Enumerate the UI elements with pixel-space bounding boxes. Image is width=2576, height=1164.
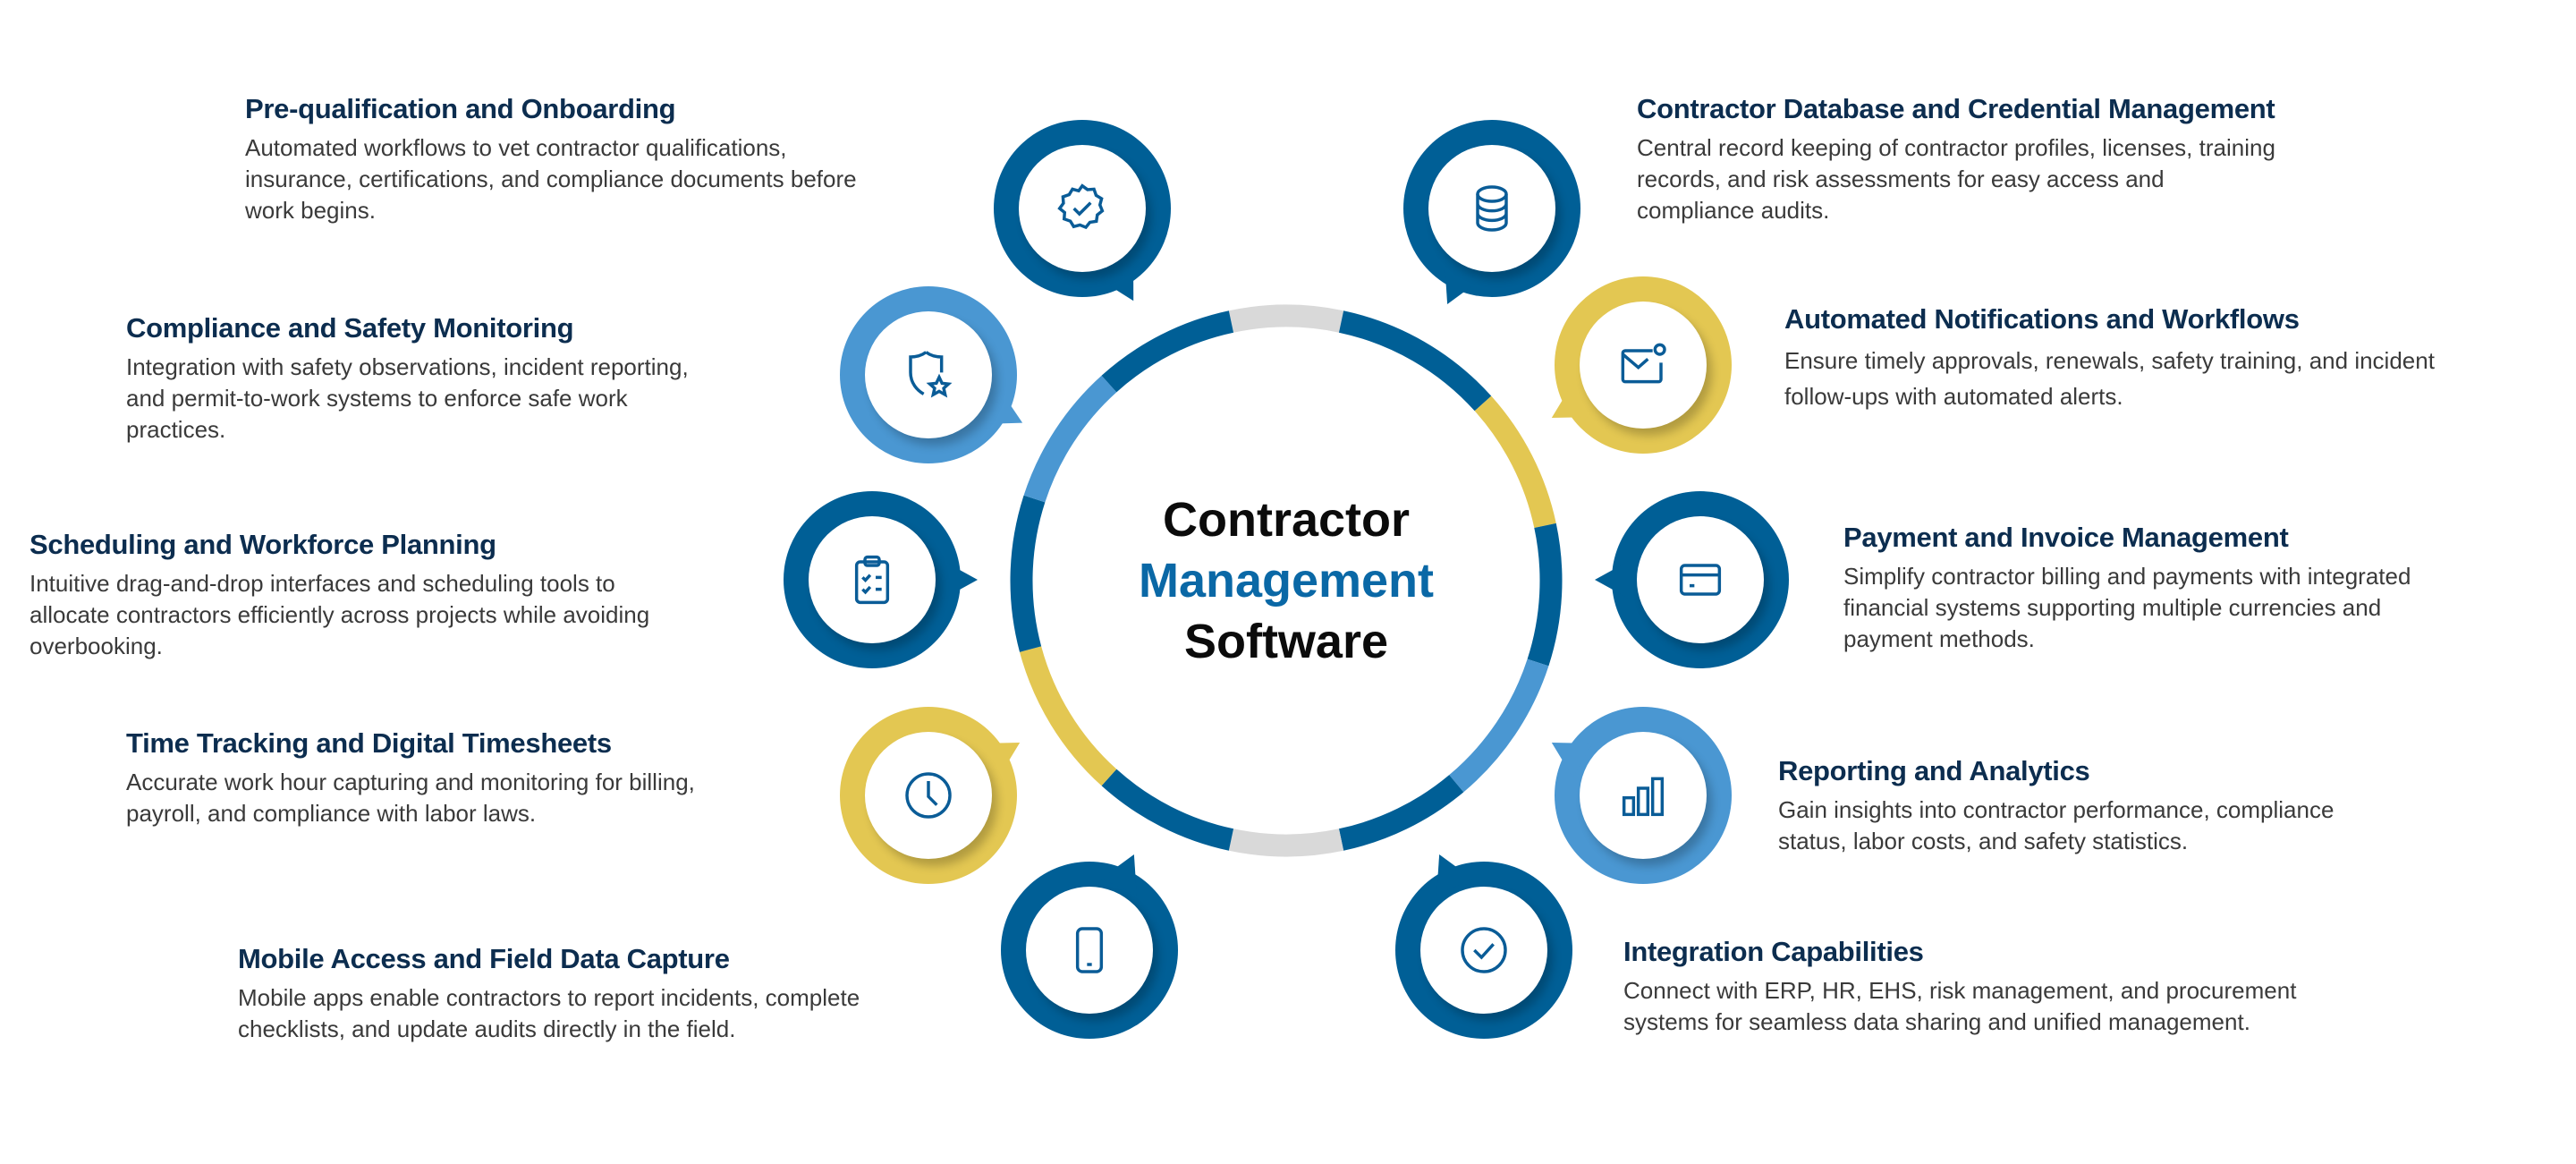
clipboard-checklist-icon bbox=[854, 555, 890, 605]
center-title-line-1: Contractor bbox=[1162, 493, 1411, 547]
feature-title: Reporting and Analytics bbox=[1778, 755, 2090, 786]
bubble-scheduling bbox=[784, 491, 978, 668]
bubble-mobile-access bbox=[1001, 854, 1178, 1039]
check-circle-icon bbox=[1461, 927, 1507, 973]
bubble-reporting bbox=[1551, 707, 1732, 884]
feature-desc-line: and permit-to-work systems to enforce sa… bbox=[126, 385, 628, 412]
feature-compliance: Compliance and Safety Monitoring Integra… bbox=[126, 312, 689, 446]
ring-segment bbox=[1228, 304, 1344, 333]
feature-desc-line: follow-ups with automated alerts. bbox=[1784, 383, 2123, 410]
feature-desc-line: Gain insights into contractor performanc… bbox=[1778, 796, 2334, 823]
mobile-phone-icon bbox=[1075, 927, 1104, 973]
feature-desc-line: payment methods. bbox=[1843, 625, 2035, 652]
clock-icon bbox=[905, 772, 952, 819]
badge-check-icon bbox=[1057, 183, 1105, 230]
envelope-notification-icon bbox=[1621, 343, 1666, 384]
credit-card-icon bbox=[1679, 564, 1722, 596]
feature-desc-line: Simplify contractor billing and payments… bbox=[1843, 563, 2411, 590]
bar-chart-icon bbox=[1622, 777, 1665, 817]
feature-desc-line: records, and risk assessments for easy a… bbox=[1637, 166, 2165, 192]
feature-mobile-access: Mobile Access and Field Data Capture Mob… bbox=[238, 943, 860, 1045]
feature-desc-line: practices. bbox=[126, 416, 226, 443]
bubble-time-tracking bbox=[840, 707, 1021, 884]
feature-title: Contractor Database and Credential Manag… bbox=[1637, 93, 2275, 124]
feature-desc-line: work begins. bbox=[245, 197, 376, 224]
bubble-database bbox=[1403, 120, 1580, 304]
shield-star-icon bbox=[909, 351, 953, 398]
feature-prequalification: Pre-qualification and Onboarding Automat… bbox=[245, 93, 857, 226]
feature-desc-line: compliance audits. bbox=[1637, 197, 1830, 224]
ring-segment bbox=[1527, 523, 1563, 667]
feature-title: Mobile Access and Field Data Capture bbox=[238, 943, 730, 974]
feature-desc-line: Accurate work hour capturing and monitor… bbox=[126, 769, 695, 795]
feature-desc-line: systems for seamless data sharing and un… bbox=[1623, 1008, 2250, 1035]
feature-desc-line: Integration with safety observations, in… bbox=[126, 353, 689, 380]
bubble-payment bbox=[1595, 491, 1789, 668]
feature-title: Integration Capabilities bbox=[1623, 936, 1924, 967]
feature-title: Pre-qualification and Onboarding bbox=[245, 93, 676, 124]
feature-desc-line: Connect with ERP, HR, EHS, risk manageme… bbox=[1623, 977, 2297, 1004]
feature-scheduling: Scheduling and Workforce Planning Intuit… bbox=[30, 529, 649, 662]
feature-title: Compliance and Safety Monitoring bbox=[126, 312, 574, 344]
feature-title: Scheduling and Workforce Planning bbox=[30, 529, 496, 560]
feature-title: Automated Notifications and Workflows bbox=[1784, 303, 2300, 335]
feature-desc-line: Ensure timely approvals, renewals, safet… bbox=[1784, 347, 2435, 374]
bubble-integration bbox=[1395, 854, 1572, 1039]
feature-desc-line: Central record keeping of contractor pro… bbox=[1637, 134, 2275, 161]
bubble-notifications bbox=[1551, 276, 1732, 454]
feature-notifications: Automated Notifications and Workflows En… bbox=[1784, 303, 2435, 414]
ring-segment bbox=[1101, 769, 1234, 851]
feature-desc-line: payroll, and compliance with labor laws. bbox=[126, 800, 537, 827]
ring-segment bbox=[1228, 828, 1344, 857]
ring-segment bbox=[1023, 375, 1117, 503]
ring-segment bbox=[1338, 310, 1492, 412]
ring-segment bbox=[1010, 495, 1046, 652]
ring-segment bbox=[1474, 395, 1556, 529]
feature-desc-line: status, labor costs, and safety statisti… bbox=[1778, 828, 2189, 854]
ring-segment bbox=[1449, 658, 1549, 793]
database-icon bbox=[1476, 185, 1508, 232]
feature-desc-line: overbooking. bbox=[30, 633, 163, 659]
feature-desc-line: financial systems supporting multiple cu… bbox=[1843, 594, 2382, 621]
feature-desc-line: Automated workflows to vet contractor qu… bbox=[245, 134, 787, 161]
feature-title: Time Tracking and Digital Timesheets bbox=[126, 727, 612, 759]
feature-integration: Integration Capabilities Connect with ER… bbox=[1623, 936, 2296, 1038]
feature-time-tracking: Time Tracking and Digital Timesheets Acc… bbox=[126, 727, 695, 829]
bubble-compliance bbox=[840, 286, 1023, 463]
feature-database: Contractor Database and Credential Manag… bbox=[1637, 93, 2275, 226]
feature-payment: Payment and Invoice Management Simplify … bbox=[1843, 522, 2411, 655]
feature-desc-line: allocate contractors efficiently across … bbox=[30, 601, 650, 628]
center-title: Contractor Management Software bbox=[1139, 489, 1434, 672]
center-title-line-2: Management bbox=[1138, 554, 1435, 607]
ring-segment bbox=[1338, 775, 1464, 851]
feature-desc-line: insurance, certifications, and complianc… bbox=[245, 166, 857, 192]
center-title-line-3: Software bbox=[1183, 615, 1389, 668]
feature-title: Payment and Invoice Management bbox=[1843, 522, 2289, 553]
feature-desc-line: Mobile apps enable contractors to report… bbox=[238, 984, 860, 1011]
feature-desc-line: checklists, and update audits directly i… bbox=[238, 1015, 736, 1042]
ring-segment bbox=[1020, 646, 1117, 786]
ring-segment bbox=[1101, 310, 1234, 393]
feature-desc-line: Intuitive drag-and-drop interfaces and s… bbox=[30, 570, 615, 597]
feature-reporting: Reporting and Analytics Gain insights in… bbox=[1778, 755, 2334, 857]
bubble-prequalification bbox=[994, 120, 1171, 302]
